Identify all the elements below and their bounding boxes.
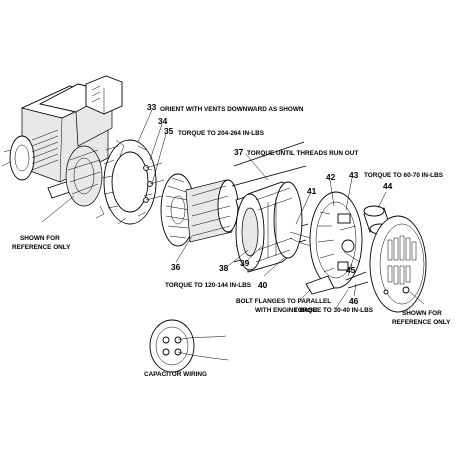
callout-45: 45 (346, 265, 356, 275)
callout-39: 39 (240, 258, 250, 268)
note-torque-30-40: TORQUE TO 30-40 IN-LBS (294, 307, 374, 314)
note-torque-120-144: TORQUE TO 120-144 IN-LBS (165, 282, 252, 289)
end-cover (369, 215, 427, 313)
note-torque-60-70: TORQUE TO 60-70 IN-LBS (364, 172, 444, 179)
note-orient-vents: ORIENT WITH VENTS DOWNWARD AS SHOWN (160, 106, 304, 113)
note-shown-ref-right-1: SHOWN FOR (402, 310, 442, 317)
note-torque-204-264: TORQUE TO 204-264 IN-LBS (178, 130, 265, 137)
note-shown-ref-right-2: REFERENCE ONLY (392, 319, 451, 326)
part-33-adapter (101, 139, 165, 225)
callout-40: 40 (258, 280, 268, 290)
callout-38: 38 (219, 263, 229, 273)
engine-illustration (1, 75, 123, 219)
part-44-capacitor (363, 205, 391, 235)
callout-35: 35 (164, 126, 174, 136)
note-torque-threads: TORQUE UNTIL THREADS RUN OUT (247, 150, 358, 157)
callout-33: 33 (147, 102, 157, 112)
callout-42: 42 (326, 172, 336, 182)
leader-lines (41, 109, 425, 309)
note-bolt-flanges-2: WITH ENGINE BASE (255, 307, 318, 314)
callout-43: 43 (349, 170, 359, 180)
callout-41: 41 (307, 186, 317, 196)
callout-34: 34 (158, 116, 168, 126)
callout-44: 44 (383, 181, 393, 191)
part-36-rotor (160, 173, 263, 247)
capacitor-wiring-inset (149, 319, 229, 373)
callout-36: 36 (171, 262, 181, 272)
part-45-46-screws (345, 271, 369, 289)
callout-46: 46 (349, 296, 359, 306)
part-38-39-stator (235, 181, 323, 273)
part-41-42-bearing-carrier (305, 191, 363, 295)
callout-37: 37 (234, 147, 244, 157)
note-shown-ref-left-1: SHOWN FOR (20, 235, 60, 242)
note-bolt-flanges-1: BOLT FLANGES TO PARALLEL (236, 298, 331, 305)
note-capacitor-wiring: CAPACITOR WIRING (144, 371, 207, 378)
note-shown-ref-left-2: REFERENCE ONLY (12, 244, 71, 251)
